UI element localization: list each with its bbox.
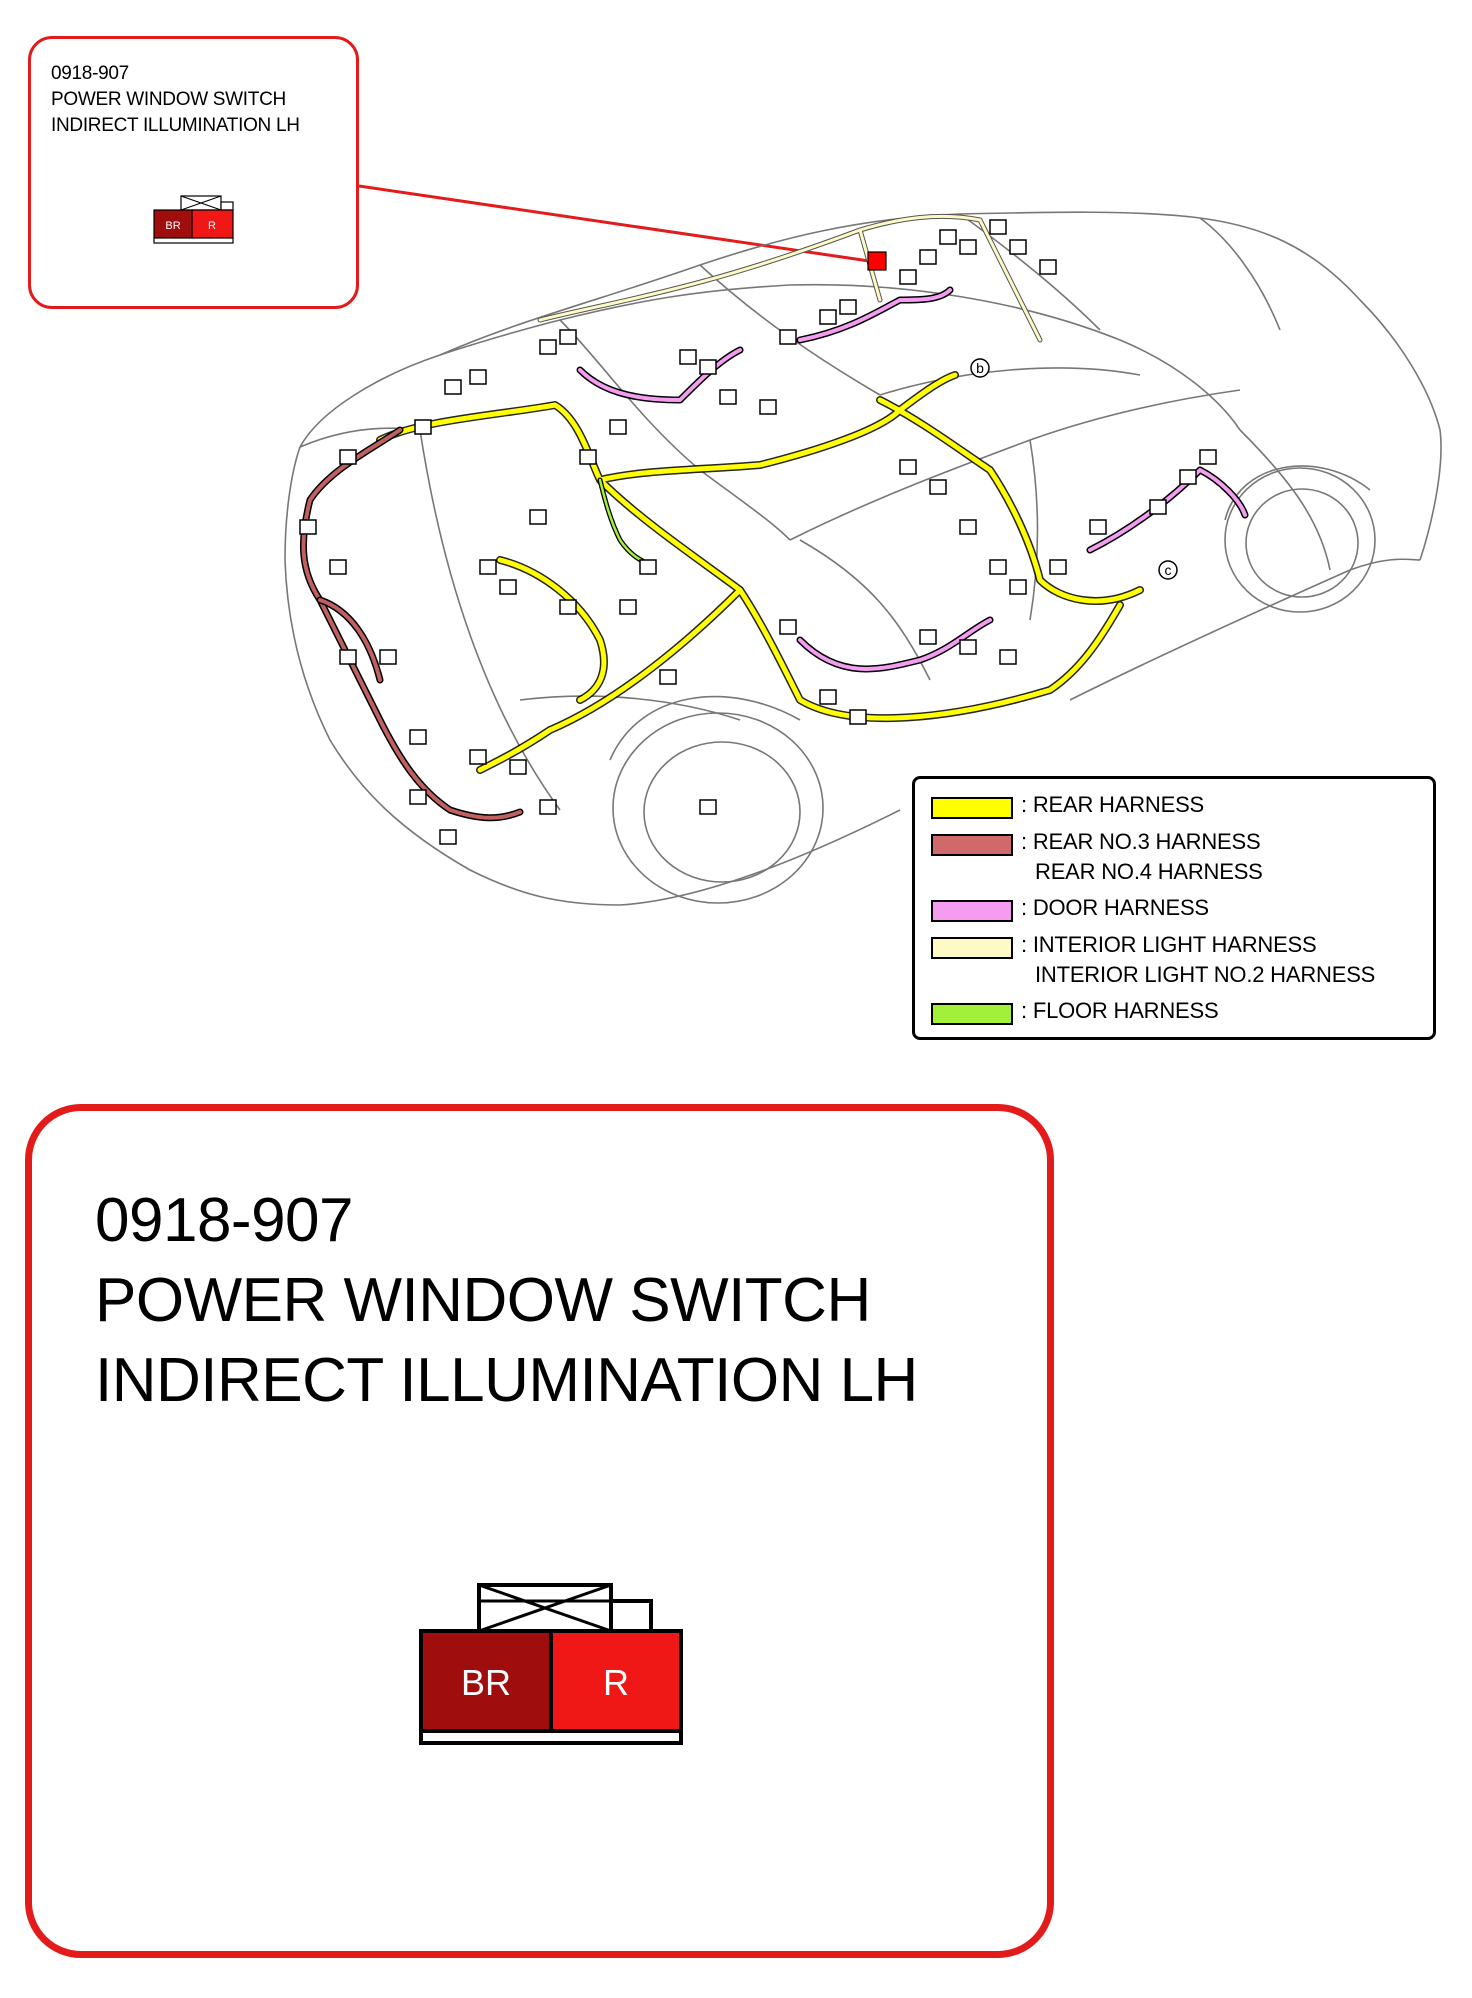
connector-name-line2-small: INDIRECT ILLUMINATION LH [51,115,300,136]
legend-swatch-interior-light [931,937,1013,959]
pin-br-large [419,1629,553,1733]
connector-callout-large: 0918-907 POWER WINDOW SWITCH INDIRECT IL… [25,1104,1054,1958]
harness-legend: : REAR HARNESS : REAR NO.3 HARNESS REAR … [912,776,1436,1040]
connector-callout-small: 0918-907 POWER WINDOW SWITCH INDIRECT IL… [28,36,359,309]
connector-code-small: 0918-907 [51,63,129,84]
pin-label-r-large: R [603,1662,629,1703]
marker-b-label: b [976,360,984,376]
legend-label-door: : DOOR HARNESS [1021,895,1209,920]
rear-wheel [609,695,824,904]
harness-connectors [299,219,1217,845]
door-harness [576,286,1249,673]
pin-label-br-small: BR [165,220,180,232]
legend-label-rear: : REAR HARNESS [1021,792,1205,817]
legend-swatch-rear-no3-no4 [931,834,1013,856]
connector-name-line2-large: INDIRECT ILLUMINATION LH [95,1346,918,1415]
pin-label-r-small: R [208,220,216,232]
front-wheel [1224,465,1376,613]
connector-name-line1-small: POWER WINDOW SWITCH [51,89,286,110]
connector-code-large: 0918-907 [95,1186,354,1255]
legend-swatch-door [931,900,1013,922]
rear-no3-no4-harness [300,426,524,822]
legend-label-rear-no4: REAR NO.4 HARNESS [1035,859,1263,884]
highlighted-connector[interactable] [867,251,887,271]
connector-face-large: BR R [419,1583,683,1745]
legend-label-interior-light: : INTERIOR LIGHT HARNESS [1021,932,1317,957]
pin-r-large [549,1629,683,1733]
legend-label-interior-light-no2: INTERIOR LIGHT NO.2 HARNESS [1035,962,1376,987]
interior-light-harness [537,213,1043,343]
pin-label-br-large: BR [461,1662,511,1703]
car-body-outline [284,211,1442,906]
marker-c: c [1158,560,1178,580]
legend-swatch-floor [931,1003,1013,1025]
marker-c-label: c [1165,562,1172,578]
vehicle-harness-diagram: b c [284,184,1442,906]
legend-label-rear-no3: : REAR NO.3 HARNESS [1021,829,1261,854]
legend-label-floor: : FLOOR HARNESS [1021,998,1219,1023]
callout-leader-line [358,184,877,264]
marker-b: b [970,358,990,378]
connector-name-line1-large: POWER WINDOW SWITCH [95,1266,871,1335]
legend-swatch-rear [931,797,1013,819]
connector-face-small: BR R [153,195,234,244]
